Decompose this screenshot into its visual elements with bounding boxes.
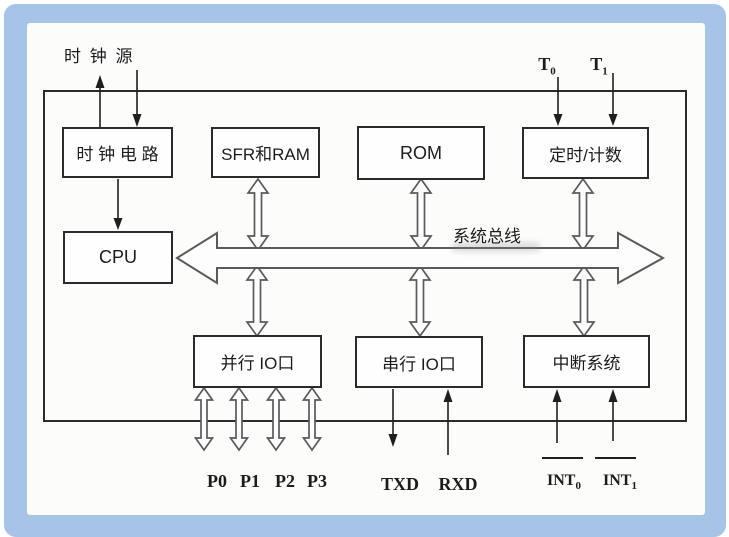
sfr-ram-bus-link-arrow — [246, 177, 270, 252]
clock-to-cpu-arrow — [113, 179, 123, 230]
p1-pin-label: P1 — [240, 471, 260, 491]
p3-port-arrow — [301, 386, 323, 452]
box-timer-counter-label: 定时/计数 — [549, 145, 622, 165]
box-serial-io: 串行 IO口 — [355, 336, 483, 388]
rxd-input-arrow — [443, 389, 453, 455]
p2-port-arrow — [265, 386, 287, 452]
clock-source-label: 时 钟 源 — [64, 47, 135, 66]
box-rom-label: ROM — [400, 142, 442, 163]
int1-input-arrow — [608, 389, 618, 441]
parallel-io-bus-link-arrow — [245, 264, 269, 338]
clock-source-in-arrow — [132, 70, 142, 127]
txd-pin-label: TXD — [380, 474, 420, 494]
box-interrupt-system-label: 中断系统 — [552, 354, 621, 373]
clock-source-out-arrow — [95, 75, 105, 128]
box-serial-io-label: 串行 IO口 — [382, 354, 456, 374]
t0-input-arrow — [553, 77, 563, 126]
watermark-smudge — [452, 242, 540, 252]
p1-port-arrow — [228, 386, 250, 452]
p0-pin-label: P0 — [207, 471, 227, 491]
box-parallel-io: 并行 IO口 — [193, 335, 322, 388]
system-bus-label: 系统总线 — [453, 227, 521, 246]
p0-port-arrow — [193, 386, 215, 452]
box-cpu: CPU — [63, 231, 173, 284]
int1-pin-label: INT1 — [603, 472, 637, 493]
box-clock-circuit: 时 钟 电 路 — [62, 127, 173, 178]
p2-pin-label: P2 — [275, 471, 295, 491]
t0-pin-label: T0 — [538, 54, 556, 78]
box-clock-circuit-label: 时 钟 电 路 — [76, 145, 159, 164]
box-rom: ROM — [357, 126, 485, 180]
serial-io-bus-link-arrow — [408, 264, 432, 338]
box-interrupt-system: 中断系统 — [523, 335, 650, 388]
chip-boundary — [43, 90, 687, 422]
rxd-pin-label: RXD — [438, 474, 478, 494]
rom-bus-link-arrow — [409, 177, 433, 252]
txd-output-arrow — [388, 389, 398, 447]
int0-pin-label: INT0 — [547, 472, 581, 493]
t1-pin-label: T1 — [590, 54, 608, 78]
system-bus-arrow — [175, 231, 666, 285]
t1-input-arrow — [608, 73, 618, 126]
int0-input-arrow — [552, 389, 562, 443]
box-sfr-ram-label: SFR和RAM — [221, 145, 310, 164]
box-timer-counter: 定时/计数 — [522, 127, 649, 179]
box-sfr-ram: SFR和RAM — [211, 127, 320, 178]
timer-bus-link-arrow — [571, 177, 595, 252]
box-cpu-label: CPU — [98, 247, 137, 267]
p3-pin-label: P3 — [307, 471, 327, 491]
interrupt-bus-link-arrow — [572, 264, 596, 338]
box-parallel-io-label: 并行 IO口 — [220, 354, 295, 373]
